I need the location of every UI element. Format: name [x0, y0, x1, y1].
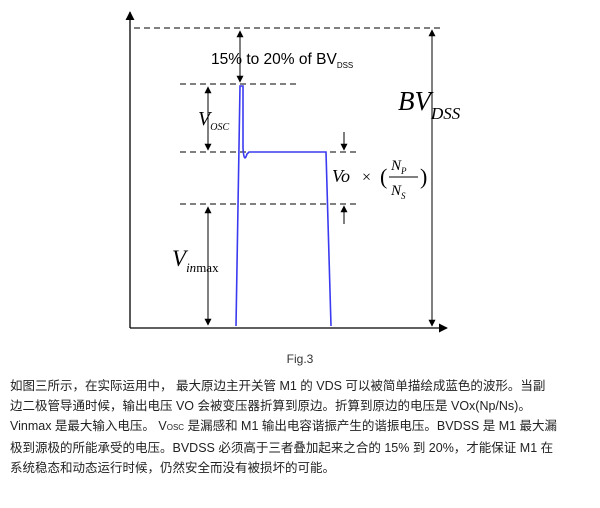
paragraph-line: 如图三所示，在实际运用中， 最大原边主开关管 M1 的 VDS 可以被简单描绘成… [10, 379, 546, 393]
paragraph-line: 边二极管导通时候，输出电压 VO 会被变压器折算到原边。折算到原边的电压是 VO… [10, 399, 531, 413]
vinmax-label: Vinmax [172, 246, 219, 275]
svg-text:NS: NS [390, 183, 406, 201]
vds-waveform-diagram: 15% to 20% of BVDSS BVDSS VOSC Vinmax Vo… [125, 11, 461, 333]
reflected-voltage-label: Vo × ( NP NS ) [332, 158, 427, 201]
vds-waveform [235, 85, 332, 327]
svg-text:(: ( [380, 164, 387, 189]
paragraph-line: 极到源极的所能承受的电压。BVDSS 必须高于三者叠加起来之合的 15% 到 2… [10, 441, 554, 455]
paragraph-line: 系统稳态和动态运行时候，仍然安全而没有被损坏的可能。 [10, 461, 336, 475]
svg-text:): ) [420, 164, 427, 189]
figure-caption: Fig.3 [286, 352, 314, 366]
svg-text:NP: NP [390, 158, 407, 176]
bvdss-label: BVDSS [398, 86, 461, 123]
description-paragraph: 如图三所示，在实际运用中， 最大原边主开关管 M1 的 VDS 可以被简单描绘成… [10, 376, 590, 478]
paragraph-line: Vinmax 是最大输入电压。 VOSC 是漏感和 M1 输出电容谐振产生的谐振… [10, 419, 558, 433]
svg-text:×: × [362, 169, 371, 186]
vosc-label: VOSC [198, 108, 229, 133]
headroom-label: 15% to 20% of BVDSS [211, 51, 353, 70]
svg-text:Vo: Vo [332, 166, 350, 186]
